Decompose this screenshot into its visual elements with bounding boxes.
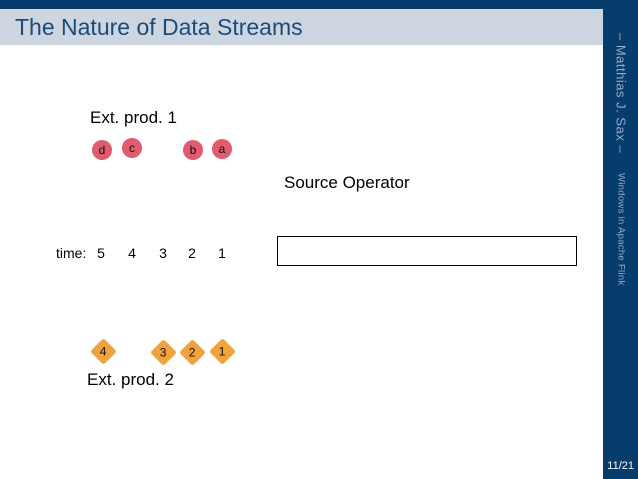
sidebar: – Matthias J. Sax – Windows in Apache Fl… [603, 0, 638, 479]
stream1-label: Ext. prod. 1 [90, 108, 177, 127]
record-letter: c [129, 141, 135, 155]
time-tick: 1 [218, 245, 226, 261]
stream2-record-diamond: 1 [209, 338, 236, 365]
record-letter: a [218, 142, 226, 156]
stream1-record-circle: a [212, 139, 232, 159]
time-axis-label: time: [56, 245, 87, 261]
sidebar-author: – Matthias J. Sax – [613, 33, 629, 154]
stream2-label: Ext. prod. 2 [87, 370, 174, 389]
slide-title: The Nature of Data Streams [15, 13, 303, 40]
top-accent-strip [0, 0, 638, 9]
stream1-record-circle: d [92, 140, 112, 160]
source-operator-box [277, 236, 577, 266]
record-letter: b [189, 143, 197, 157]
stream2-record-diamond: 2 [179, 339, 206, 366]
sidebar-deck-title: Windows in Apache Flink [615, 172, 627, 286]
stream2-record-diamond: 4 [90, 338, 117, 365]
record-number: 3 [160, 345, 167, 360]
record-number: 1 [219, 344, 226, 359]
stream1-record-circle: b [183, 140, 203, 160]
time-tick: 4 [128, 245, 136, 261]
record-number: 2 [189, 345, 196, 360]
source-operator-label: Source Operator [284, 173, 410, 192]
stream1-record-circle: c [122, 138, 142, 158]
sidebar-vertical-text: – Matthias J. Sax – Windows in Apache Fl… [612, 33, 630, 285]
slide-title-bar: The Nature of Data Streams [0, 9, 603, 45]
time-tick: 2 [188, 245, 196, 261]
page-number: 11/21 [607, 460, 634, 472]
record-number: 4 [100, 344, 107, 359]
time-tick: 5 [97, 245, 105, 261]
time-tick: 3 [159, 245, 167, 261]
record-letter: d [98, 143, 106, 157]
stream2-record-diamond: 3 [150, 339, 177, 366]
